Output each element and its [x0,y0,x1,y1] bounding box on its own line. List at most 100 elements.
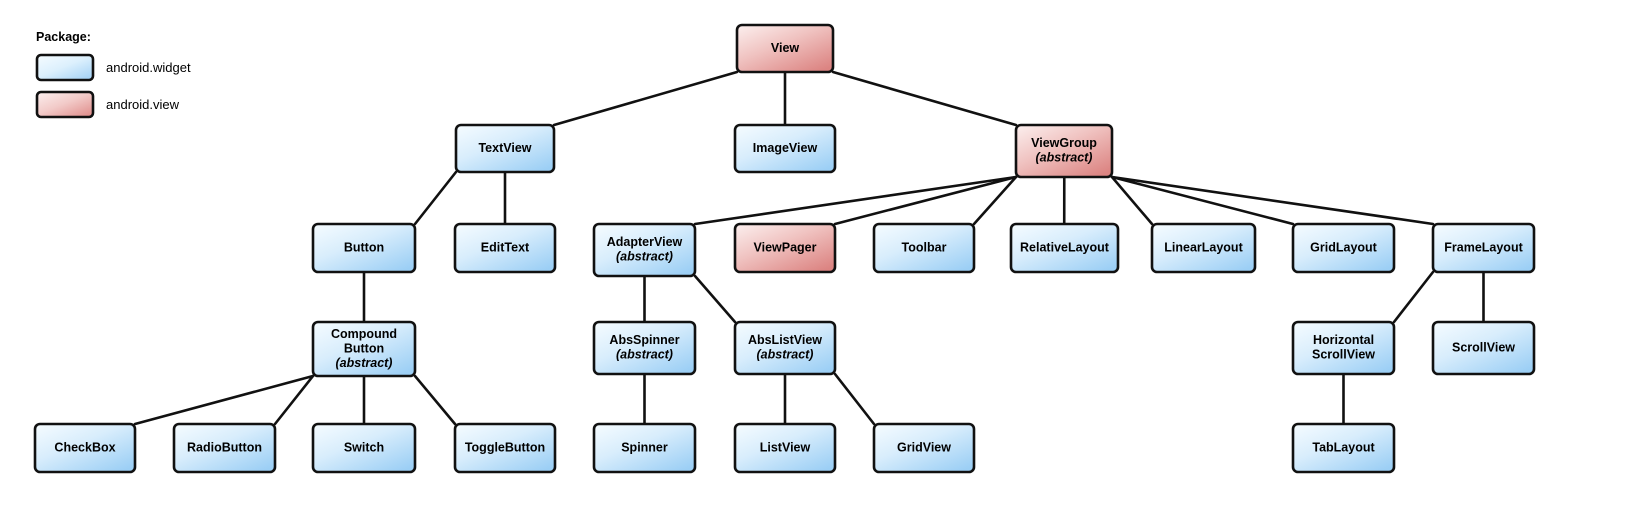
node-label-viewpager: ViewPager [753,240,816,254]
node-radiobutton[interactable]: RadioButton [172,422,277,474]
node-togglebutton[interactable]: ToggleButton [453,422,557,474]
node-imageview[interactable]: ImageView [733,123,837,174]
node-absspinner[interactable]: AbsSpinner(abstract) [592,320,697,376]
node-switch[interactable]: Switch [311,422,417,474]
node-label-scrollview: ScrollView [1452,340,1515,354]
edge-viewgroup-to-linearlayout [1110,175,1154,226]
node-label-gridview: GridView [897,440,951,454]
node-viewgroup[interactable]: ViewGroup(abstract) [1014,123,1114,179]
node-label-edittext: EditText [481,240,530,254]
node-label-viewgroup-line-1: ViewGroup [1031,136,1097,150]
node-box-absspinner[interactable] [592,320,697,376]
node-box-checkbox[interactable] [33,422,137,474]
node-label-linearlayout: LinearLayout [1164,240,1243,254]
node-gridview[interactable]: GridView [872,422,976,474]
node-linearlayout[interactable]: LinearLayout [1150,222,1257,274]
node-label-gridlayout: GridLayout [1310,240,1378,254]
edge-compoundbutton-to-radiobutton [273,374,315,426]
node-box-togglebutton[interactable] [453,422,557,474]
node-label-switch: Switch [344,440,384,454]
node-box-gridlayout[interactable] [1291,222,1396,274]
edge-viewgroup-to-gridlayout [1110,175,1295,226]
node-viewpager[interactable]: ViewPager [733,222,837,274]
legend-title: Package: [36,30,91,44]
node-box-abslistview[interactable] [733,320,837,376]
legend-swatch-widget [35,53,95,82]
node-label-tablayout: TabLayout [1312,440,1375,454]
node-edittext[interactable]: EditText [453,222,557,274]
node-box-viewgroup[interactable] [1014,123,1114,179]
node-label-relativelayout: RelativeLayout [1020,240,1110,254]
edge-framelayout-to-horizontalscrollview [1392,270,1435,324]
edge-textview-to-button [413,170,458,226]
edge-layer [133,70,1485,426]
edge-view-to-textview [552,70,739,127]
node-scrollview[interactable]: ScrollView [1431,320,1536,376]
edge-viewgroup-to-viewpager [833,175,1018,226]
edge-viewgroup-to-adapterview [693,175,1018,226]
node-label-absspinner-line-1: AbsSpinner [609,333,679,347]
node-box-view[interactable] [735,23,835,74]
node-spinner[interactable]: Spinner [592,422,697,474]
node-tablayout[interactable]: TabLayout [1291,422,1396,474]
node-box-adapterview[interactable] [592,222,697,278]
node-label-togglebutton: ToggleButton [465,440,545,454]
node-label-abslistview-line-2: (abstract) [757,348,814,362]
legend: Package: android.widget android.view [35,30,191,119]
edge-compoundbutton-to-checkbox [133,374,315,426]
node-box-viewpager[interactable] [733,222,837,274]
node-textview[interactable]: TextView [454,123,556,174]
node-label-button: Button [344,240,384,254]
node-label-viewgroup-line-2: (abstract) [1036,151,1093,165]
node-box-tablayout[interactable] [1291,422,1396,474]
edge-viewgroup-to-framelayout [1110,175,1435,226]
node-gridlayout[interactable]: GridLayout [1291,222,1396,274]
node-label-horizontalscrollview-line-1: Horizontal [1313,333,1374,347]
edge-view-to-viewgroup [831,70,1018,127]
node-label-compoundbutton-line-3: (abstract) [336,356,393,370]
node-box-edittext[interactable] [453,222,557,274]
node-box-horizontalscrollview[interactable] [1291,320,1396,376]
node-label-imageview: ImageView [753,141,818,155]
edge-compoundbutton-to-togglebutton [413,374,457,426]
node-relativelayout[interactable]: RelativeLayout [1009,222,1120,274]
node-box-relativelayout[interactable] [1009,222,1120,274]
node-box-gridview[interactable] [872,422,976,474]
node-box-radiobutton[interactable] [172,422,277,474]
node-adapterview[interactable]: AdapterView(abstract) [592,222,697,278]
legend-label-view: android.view [106,97,180,112]
node-box-linearlayout[interactable] [1150,222,1257,274]
node-toolbar[interactable]: Toolbar [872,222,976,274]
edge-viewgroup-to-toolbar [972,175,1018,226]
node-abslistview[interactable]: AbsListView(abstract) [733,320,837,376]
node-box-toolbar[interactable] [872,222,976,274]
node-button[interactable]: Button [311,222,417,274]
node-label-toolbar: Toolbar [902,240,947,254]
node-label-framelayout: FrameLayout [1444,240,1523,254]
node-listview[interactable]: ListView [733,422,837,474]
node-view[interactable]: View [735,23,835,74]
node-box-spinner[interactable] [592,422,697,474]
node-box-button[interactable] [311,222,417,274]
node-label-radiobutton: RadioButton [187,440,262,454]
node-box-compoundbutton[interactable] [311,320,417,378]
node-box-listview[interactable] [733,422,837,474]
node-box-imageview[interactable] [733,123,837,174]
node-box-switch[interactable] [311,422,417,474]
node-label-view: View [771,41,800,55]
node-box-scrollview[interactable] [1431,320,1536,376]
node-label-adapterview-line-2: (abstract) [616,250,673,264]
node-framelayout[interactable]: FrameLayout [1431,222,1536,274]
node-label-absspinner-line-2: (abstract) [616,348,673,362]
node-label-horizontalscrollview-line-2: ScrollView [1312,348,1375,362]
node-box-textview[interactable] [454,123,556,174]
node-checkbox[interactable]: CheckBox [33,422,137,474]
node-box-framelayout[interactable] [1431,222,1536,274]
node-label-checkbox: CheckBox [54,440,115,454]
node-label-compoundbutton-line-1: Compound [331,327,397,341]
node-label-spinner: Spinner [621,440,668,454]
